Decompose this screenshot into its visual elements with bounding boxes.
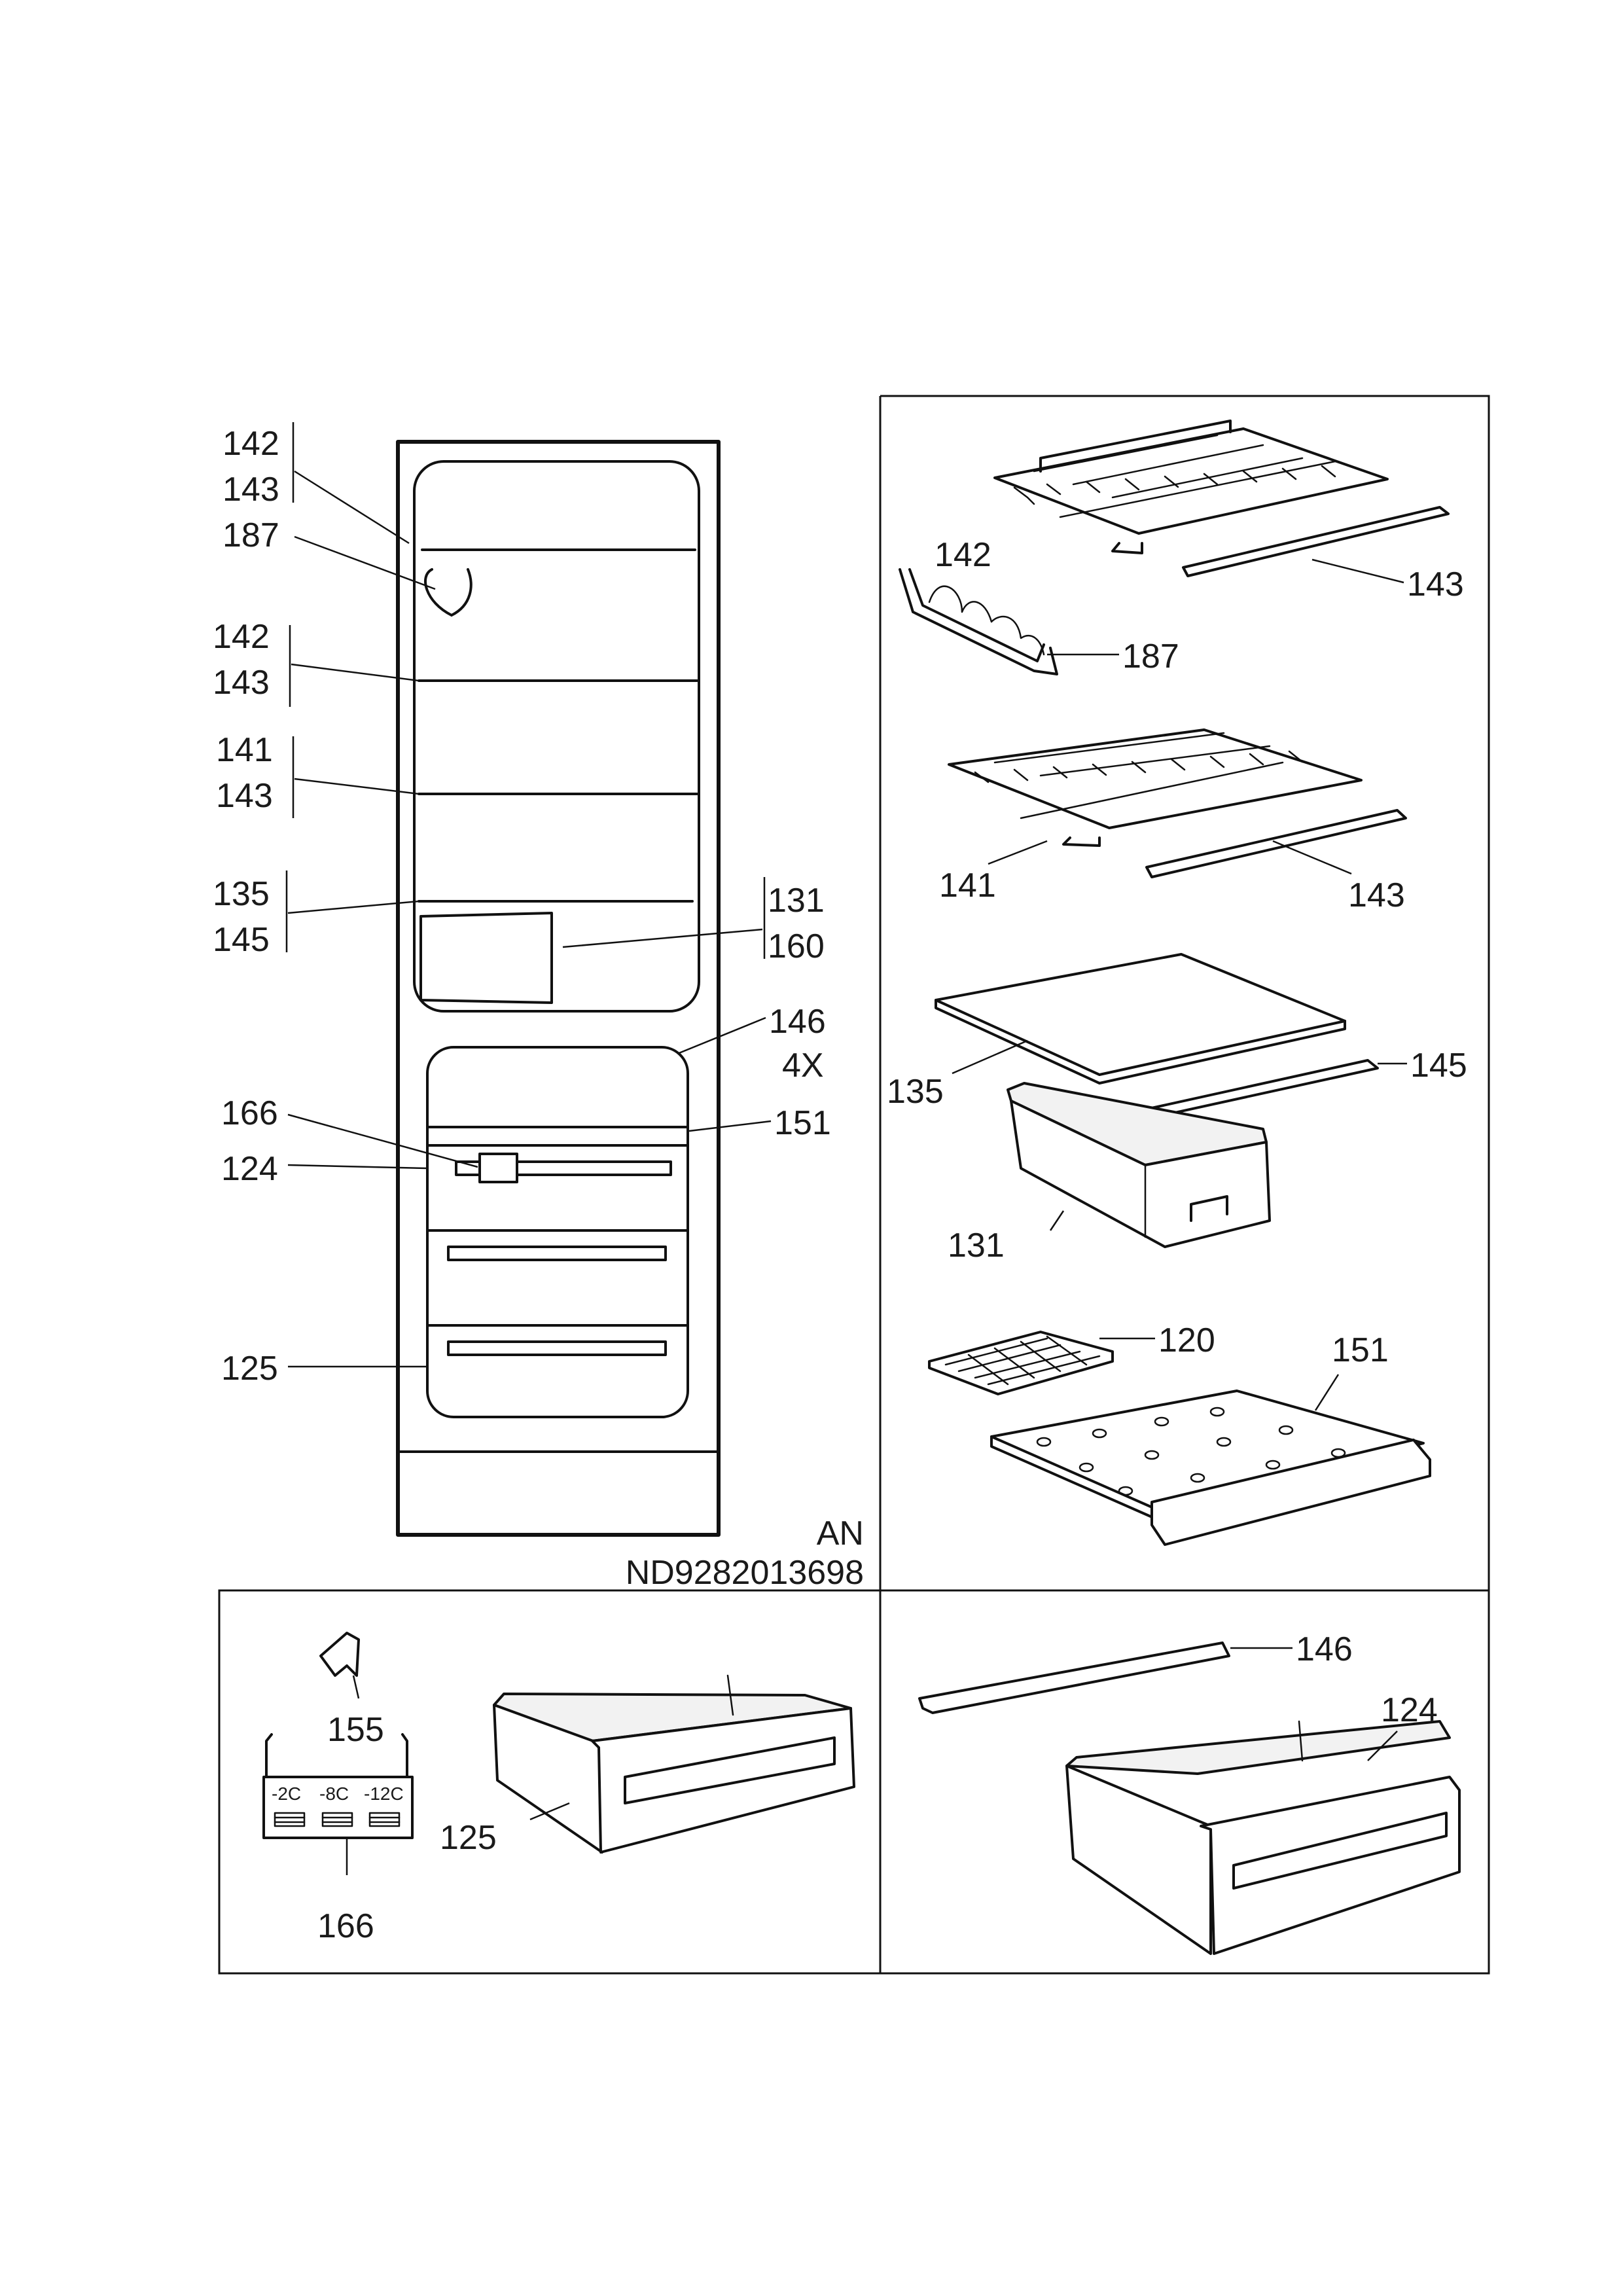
ice-tray-120 xyxy=(928,1331,1155,1395)
wire-shelf-142 xyxy=(993,420,1389,554)
part-label-155: 155 xyxy=(327,1711,384,1749)
cabinet-front-view xyxy=(396,440,721,1537)
part-label-145: 145 xyxy=(1410,1047,1467,1085)
part-label-141: 141 xyxy=(939,867,996,905)
part-label-131: 131 xyxy=(948,1227,1005,1265)
freezer-drawer-124 xyxy=(1065,1720,1461,1955)
label-146: 146 xyxy=(769,1003,826,1041)
label-135: 135 xyxy=(213,875,270,913)
part-label-187: 187 xyxy=(1122,637,1179,675)
label-151: 151 xyxy=(774,1104,831,1142)
parts-labels: 142 143 187 141 143 135 145 131 120 151 xyxy=(887,536,1467,1369)
glass-shelf-135 xyxy=(935,953,1346,1085)
label-4x: 4X xyxy=(782,1047,824,1085)
label-131: 131 xyxy=(768,882,825,920)
part-label-151: 151 xyxy=(1332,1331,1389,1369)
panel-frames xyxy=(218,395,1490,1975)
bottle-rack-187 xyxy=(899,568,1119,675)
label-145: 145 xyxy=(213,921,270,959)
part-label-135: 135 xyxy=(887,1073,944,1111)
part-label-142: 142 xyxy=(935,536,991,574)
drawing-number: ND9282013698 xyxy=(626,1554,864,1592)
label-141: 141 xyxy=(216,731,273,769)
label-160: 160 xyxy=(768,927,825,965)
cabinet-labels: 142 143 187 142 143 141 143 135 145 131 … xyxy=(213,425,831,1388)
temp-label-minus-12: -12C xyxy=(364,1784,404,1804)
cabinet-leaders xyxy=(285,422,772,1368)
part-label-120: 120 xyxy=(1158,1321,1215,1359)
label-143-top: 143 xyxy=(223,471,279,509)
part-label-143-top: 143 xyxy=(1407,565,1464,603)
part-label-143-lower: 143 xyxy=(1348,876,1405,914)
clip-155 xyxy=(319,1632,360,1699)
bottom-left-labels: 155 125 166 -2C -8C -12C xyxy=(272,1711,497,1945)
label-143-mid: 143 xyxy=(213,664,270,702)
label-142-top: 142 xyxy=(223,425,279,463)
freezer-shelf-151 xyxy=(990,1374,1431,1546)
label-125: 125 xyxy=(221,1350,278,1388)
label-143-low: 143 xyxy=(216,777,273,815)
part-label-125: 125 xyxy=(440,1819,497,1857)
temperature-selector-166 xyxy=(262,1733,414,1875)
rail-143-top xyxy=(1182,506,1450,584)
freezer-drawer-125 xyxy=(493,1674,855,1854)
variant-code: AN xyxy=(817,1515,864,1552)
bottom-right-labels: 146 124 xyxy=(1296,1630,1438,1729)
label-166: 166 xyxy=(221,1094,278,1132)
drawing-codes: AN ND9282013698 xyxy=(626,1515,864,1592)
part-label-166: 166 xyxy=(317,1907,374,1945)
rail-143-lower xyxy=(1145,809,1407,878)
temp-label-minus-2: -2C xyxy=(272,1784,301,1804)
wire-shelf-141 xyxy=(948,728,1363,865)
label-142-mid: 142 xyxy=(213,618,270,656)
rail-146 xyxy=(918,1641,1293,1714)
temp-label-minus-8: -8C xyxy=(319,1784,349,1804)
label-124: 124 xyxy=(221,1150,278,1188)
part-label-124: 124 xyxy=(1381,1691,1438,1729)
label-187: 187 xyxy=(223,516,279,554)
crisper-box-131 xyxy=(1007,1082,1271,1248)
part-label-146: 146 xyxy=(1296,1630,1353,1668)
